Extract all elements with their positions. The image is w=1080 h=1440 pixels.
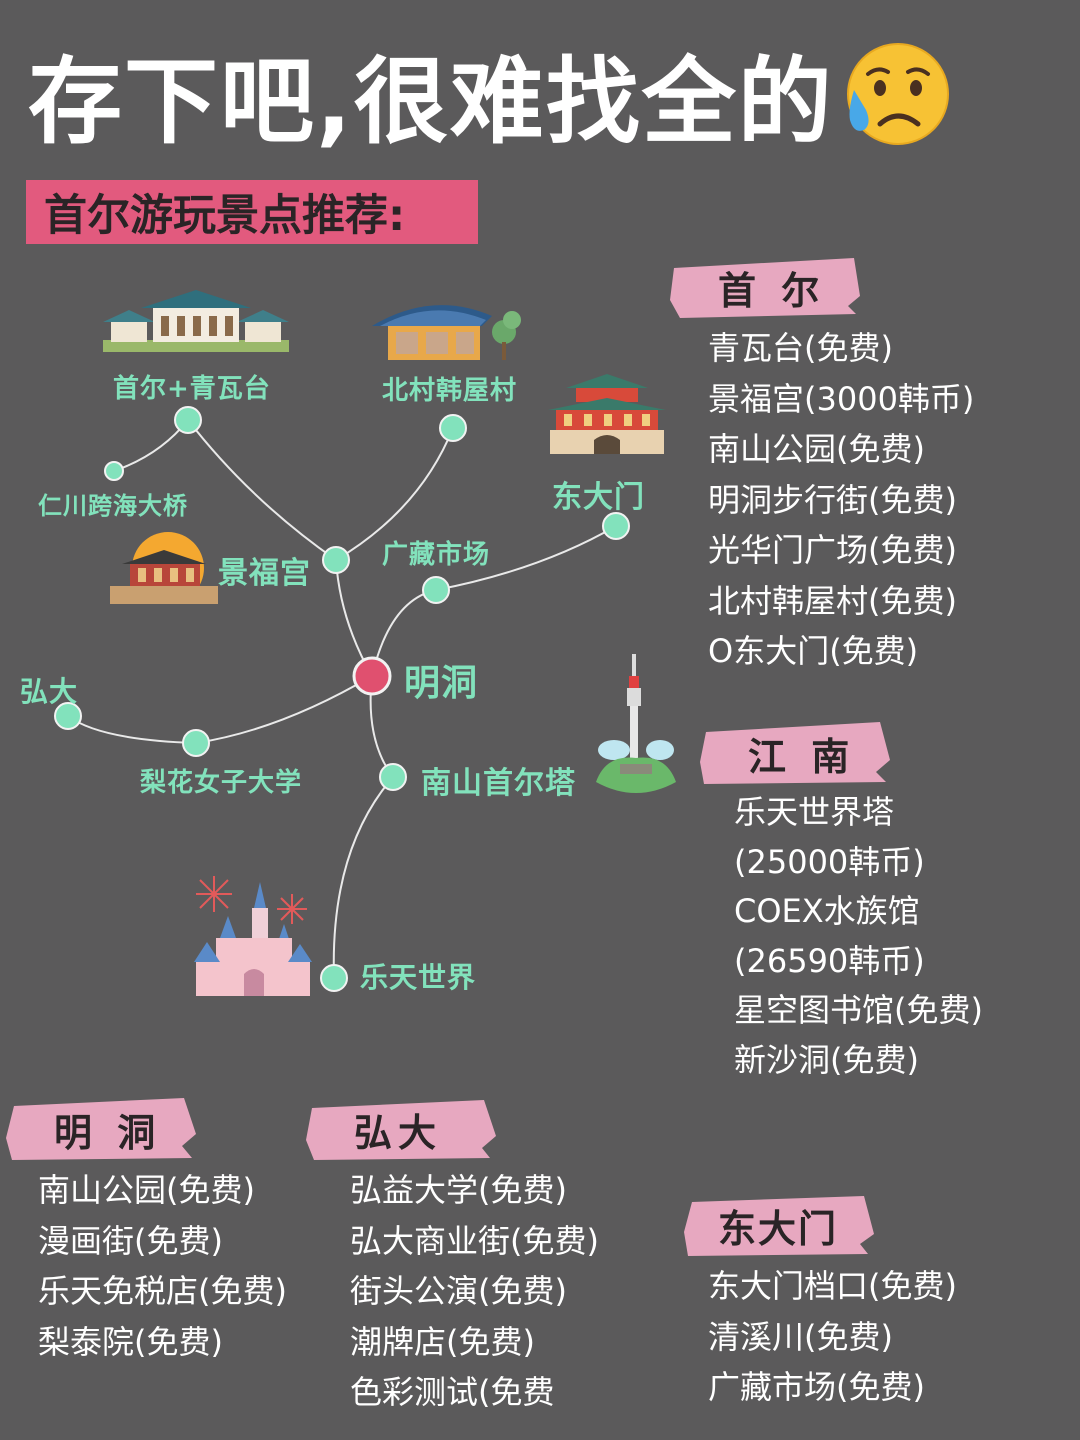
map-node-bukchon	[439, 414, 467, 442]
map-label-dongdaemun: 东大门	[552, 480, 645, 515]
list-myeongdong: 南山公园(免费) 漫画街(免费) 乐天免税店(免费) 梨泰院(免费)	[38, 1165, 287, 1367]
list-item: 广藏市场(免费)	[708, 1368, 925, 1406]
route-line	[435, 525, 617, 591]
map-node-namsan-tower	[379, 763, 407, 791]
sad-sweat-face-emoji-icon	[846, 43, 949, 145]
brush-stroke-decoration	[684, 1196, 874, 1256]
list-item: 东大门档口(免费)	[708, 1267, 957, 1305]
route-line	[67, 715, 197, 744]
map-label-gwangjang: 广藏市场	[382, 540, 491, 570]
list-item: 弘益大学(免费)	[350, 1171, 567, 1209]
list-item: 乐天免税店(免费)	[38, 1272, 287, 1310]
section-header-dongdaemun: 东大门	[684, 1194, 874, 1256]
map-label-center: 明洞	[404, 663, 479, 704]
section-header-myeongdong: 明 洞	[6, 1098, 196, 1160]
brush-stroke-decoration	[700, 722, 890, 784]
namsan-tower-illustration	[596, 654, 676, 793]
list-item: 色彩测试(免费	[350, 1373, 555, 1411]
list-item: 清溪川(免费)	[708, 1317, 893, 1356]
list-item: 街头公演(免费)	[350, 1272, 567, 1310]
map-label-cheongwadae: 首尔+青瓦台	[113, 374, 271, 404]
section-title: 首 尔	[718, 268, 826, 313]
route-line	[332, 776, 394, 979]
map-label-namsan-tower: 南山首尔塔	[421, 766, 576, 801]
list-item: 光华门广场(免费)	[708, 531, 957, 569]
section-header-hongdae: 弘大	[306, 1098, 496, 1160]
route-line	[335, 427, 454, 561]
section-title: 江 南	[748, 734, 856, 779]
map-label-lotte-world: 乐天世界	[360, 961, 477, 994]
subtitle-banner: 首尔游玩景点推荐:	[26, 180, 478, 244]
list-hongdae: 弘益大学(免费) 弘大商业街(免费) 街头公演(免费) 潮牌店(免费) 色彩测试…	[350, 1165, 599, 1418]
bukchon-hanok-illustration	[372, 305, 521, 360]
list-item: 弘大商业街(免费)	[350, 1221, 599, 1260]
list-item: 梨泰院(免费)	[38, 1322, 223, 1361]
route-line	[195, 675, 373, 744]
route-map	[54, 406, 630, 992]
list-item: O东大门(免费)	[708, 632, 919, 670]
page-title: 存下吧,很难找全的	[28, 34, 952, 157]
list-item: 明洞步行街(免费)	[708, 480, 957, 519]
map-node-gyeongbokgung	[322, 546, 350, 574]
map-node-lotte-world	[320, 964, 348, 992]
list-dongdaemun: 东大门档口(免费) 清溪川(免费) 广藏市场(免费)	[708, 1261, 957, 1413]
map-node-ewha	[182, 729, 210, 757]
title-text: 存下吧,很难找全的	[28, 48, 834, 157]
list-item: 青瓦台(免费)	[708, 329, 893, 367]
list-item: COEX水族馆(26590韩币)	[734, 892, 925, 980]
lotte-world-castle-illustration	[194, 876, 312, 996]
cheongwadae-illustration	[103, 290, 289, 352]
map-label-gyeongbokgung: 景福宫	[218, 556, 311, 591]
list-item: 潮牌店(免费)	[350, 1322, 535, 1361]
section-title: 弘大	[354, 1110, 443, 1155]
list-item: 南山公园(免费)	[708, 430, 925, 468]
list-item: 南山公园(免费)	[38, 1171, 255, 1209]
map-node-incheon-bridge	[104, 461, 124, 481]
map-node-hongdae	[54, 702, 82, 730]
map-node-cheongwadae	[174, 406, 202, 434]
brush-stroke-decoration	[6, 1098, 196, 1160]
map-node-dongdaemun	[602, 512, 630, 540]
brush-stroke-decoration	[670, 258, 860, 318]
map-label-incheon-bridge: 仁川跨海大桥	[38, 492, 188, 520]
list-item: 北村韩屋村(免费)	[708, 581, 957, 620]
list-item: 星空图书馆(免费)	[734, 991, 983, 1029]
map-label-ewha: 梨花女子大学	[140, 768, 303, 798]
section-header-gangnam: 江 南	[700, 722, 892, 784]
list-gangnam: 乐天世界塔(25000韩币) COEX水族馆(26590韩币) 星空图书馆(免费…	[734, 788, 1004, 1085]
list-item: 乐天世界塔(25000韩币)	[734, 793, 925, 881]
subtitle-text: 首尔游玩景点推荐:	[44, 191, 406, 241]
map-label-hongdae: 弘大	[20, 675, 79, 708]
dongdaemun-gate-illustration	[548, 374, 666, 454]
brush-stroke-decoration	[306, 1100, 496, 1160]
list-item: 漫画街(免费)	[38, 1221, 223, 1260]
list-item: 景福宫(3000韩币)	[708, 379, 975, 418]
list-item: 新沙洞(免费)	[734, 1040, 919, 1079]
section-header-seoul: 首 尔	[670, 256, 862, 318]
map-node-center	[352, 656, 392, 696]
route-line	[187, 419, 337, 561]
section-title: 东大门	[718, 1206, 839, 1251]
gyeongbokgung-illustration	[110, 532, 218, 604]
section-title: 明 洞	[54, 1110, 162, 1155]
map-node-gwangjang	[422, 576, 450, 604]
list-seoul: 青瓦台(免费) 景福宫(3000韩币) 南山公园(免费) 明洞步行街(免费) 光…	[708, 323, 974, 677]
map-label-bukchon: 北村韩屋村	[382, 376, 518, 406]
